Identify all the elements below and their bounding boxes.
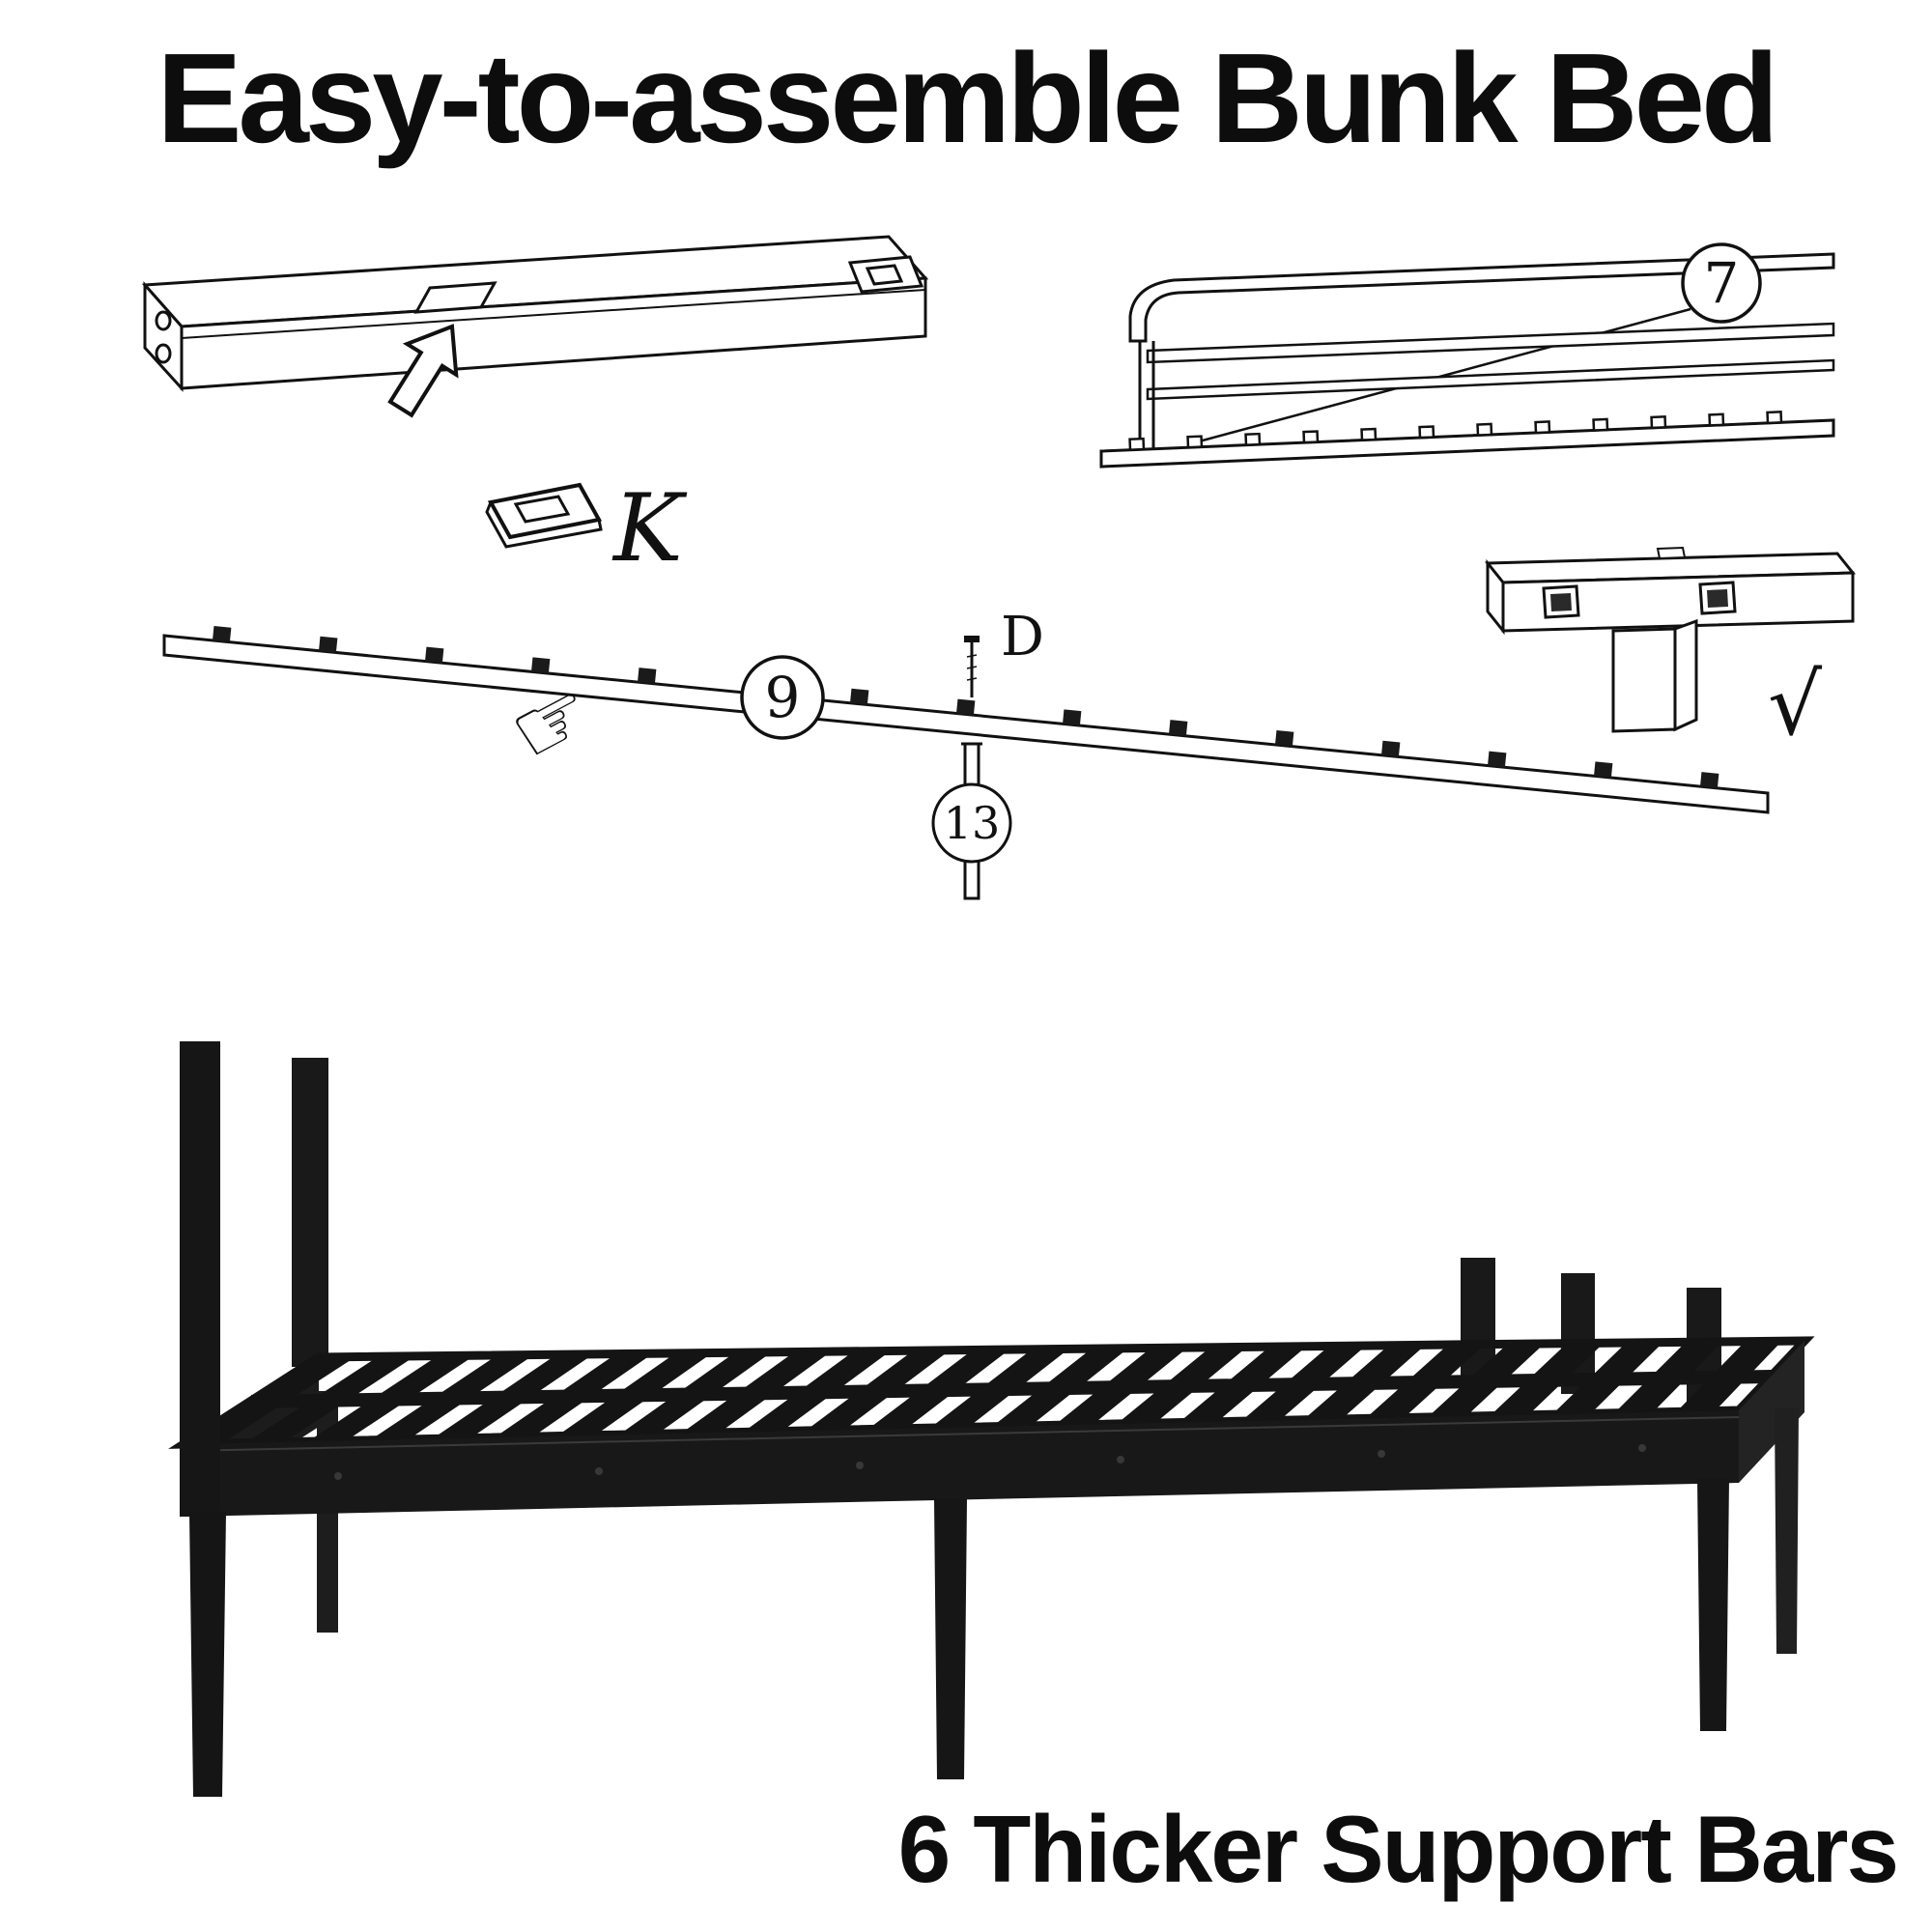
slot-cutout [413, 281, 497, 314]
circle-badge-9: 9 [740, 655, 825, 740]
page-title: Easy-to-assemble Bunk Bed [156, 27, 1778, 169]
circle-badge-13: 13 [931, 782, 1012, 864]
guardrail-drawing [1099, 252, 1835, 469]
bar-detail-drawing [1484, 546, 1857, 733]
guardrail-figure: 7 [1072, 227, 1835, 517]
slat-tabs [1128, 411, 1783, 452]
screw-d-label: D [1001, 606, 1044, 668]
slat-rail-label: 9 [765, 665, 801, 730]
guardrail-label: 7 [1704, 250, 1740, 316]
beam-with-bracket-figure: K [116, 213, 985, 618]
bed-legs [934, 1408, 1799, 1779]
screw-d-part [964, 636, 980, 697]
check-mark-label: √ [1768, 655, 1823, 754]
slat-rail-figure: ☞ 9 D 13 [145, 580, 1787, 927]
circle-badge-7: 7 [1681, 242, 1762, 324]
front-left-post [180, 1041, 226, 1797]
front-rail [183, 1410, 1740, 1517]
caption-support-bars: 6 Thicker Support Bars [897, 1796, 1899, 1902]
beam-drawing [141, 235, 929, 392]
slat-rail-drawing [162, 634, 1770, 814]
bracket-k-part [485, 482, 603, 549]
bracket-k-label: K [611, 474, 688, 582]
bed-frame-render [97, 1005, 1835, 1806]
center-support-bar [251, 1370, 1772, 1408]
foot-rail [1739, 1341, 1804, 1483]
support-bar-label: 13 [944, 797, 1001, 849]
arrow-icon [387, 324, 459, 418]
bar-detail-figure: √ [1468, 526, 1874, 778]
